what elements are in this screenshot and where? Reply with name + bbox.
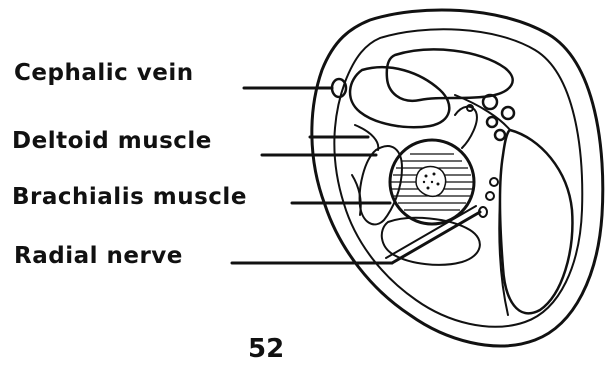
posterior-compartment bbox=[500, 130, 572, 313]
vessel-small-2 bbox=[486, 192, 494, 200]
anterior-upper-compartment bbox=[387, 49, 513, 100]
page-number: 52 bbox=[248, 336, 284, 362]
cephalic-vein-label: Cephalic vein bbox=[14, 62, 194, 85]
vessel-circle-4 bbox=[495, 130, 505, 140]
deltoid-muscle-label: Deltoid muscle bbox=[12, 130, 212, 153]
vessel-small-1 bbox=[490, 178, 498, 186]
marrow-cavity bbox=[416, 167, 446, 197]
vessel-circle-3 bbox=[487, 117, 497, 127]
radial-nerve-leader-diagonal-2 bbox=[386, 206, 476, 258]
radial-nerve-label: Radial nerve bbox=[14, 245, 183, 268]
vessel-circle-2 bbox=[502, 107, 514, 119]
medial-tissue bbox=[455, 107, 477, 148]
lateral-muscle-line-2 bbox=[352, 175, 361, 215]
brachialis-muscle-label: Brachialis muscle bbox=[12, 186, 247, 209]
brachialis-region bbox=[360, 146, 402, 224]
vessel-small-3 bbox=[467, 105, 473, 111]
